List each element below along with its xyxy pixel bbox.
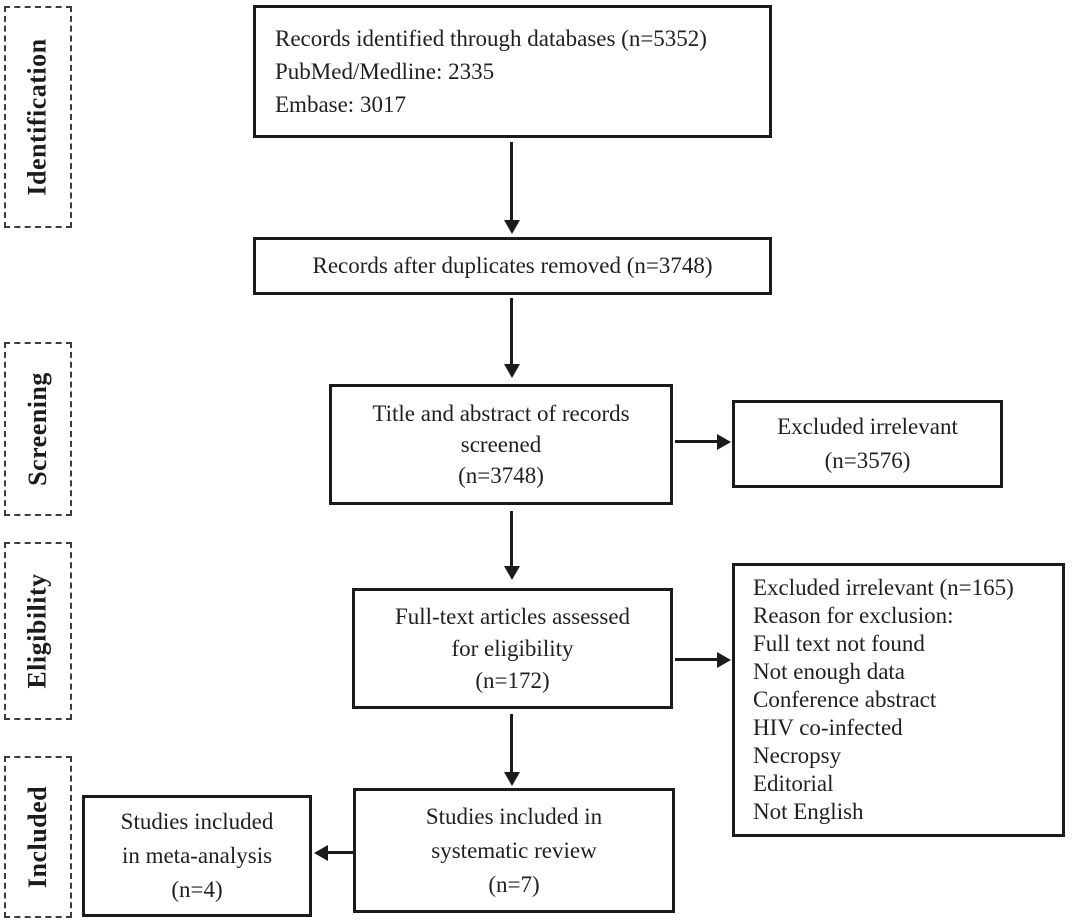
records-screened-line-2: screened — [460, 432, 542, 457]
excluded-screening-line-1: Excluded irrelevant — [777, 414, 958, 439]
meta-analysis-line-3: (n=4) — [171, 877, 223, 902]
exclusion-reason-editorial: Editorial — [753, 771, 834, 796]
arrow-fulltext-to-systematic — [510, 714, 513, 772]
meta-analysis-line-2: in meta-analysis — [121, 843, 273, 868]
box-duplicates-removed: Records after duplicates removed (n=3748… — [253, 237, 772, 295]
excluded-eligibility-title: Excluded irrelevant (n=165) — [753, 575, 1014, 600]
stage-box-included: Included — [4, 756, 72, 918]
box-records-identified: Records identified through databases (n=… — [253, 5, 772, 138]
records-screened-line-1: Title and abstract of records — [372, 401, 630, 426]
box-records-screened: Title and abstract of records screened (… — [329, 384, 673, 505]
exclusion-reason-not-enough-data: Not enough data — [753, 659, 906, 684]
stage-box-identification: Identification — [4, 6, 72, 228]
systematic-review-line-1: Studies included in — [425, 803, 603, 829]
arrow-identified-to-duplicates — [510, 142, 513, 220]
fulltext-assessed-line-2: for eligibility — [451, 635, 574, 661]
fulltext-assessed-line-3: (n=172) — [475, 667, 550, 693]
exclusion-reason-full-text-not-found: Full text not found — [753, 631, 925, 656]
records-identified-line-1: Records identified through databases (n=… — [275, 26, 707, 51]
arrow-screened-to-fulltext — [510, 511, 513, 566]
box-excluded-eligibility: Excluded irrelevant (n=165) Reason for e… — [732, 563, 1065, 837]
duplicates-removed-line-1: Records after duplicates removed (n=3748… — [312, 253, 713, 278]
stage-label-included: Included — [23, 785, 53, 889]
records-identified-line-3: Embase: 3017 — [275, 92, 406, 117]
arrow-fulltext-to-excluded — [675, 658, 717, 661]
meta-analysis-line-1: Studies included — [120, 809, 274, 834]
arrow-duplicates-to-screened — [510, 298, 513, 364]
systematic-review-line-2: systematic review — [431, 837, 597, 863]
exclusion-reason-conference-abstract: Conference abstract — [753, 687, 937, 712]
excluded-screening-line-2: (n=3576) — [824, 448, 911, 473]
arrow-systematic-to-meta — [328, 851, 353, 854]
stage-label-eligibility: Eligibility — [23, 573, 52, 689]
records-screened-line-3: (n=3748) — [458, 463, 544, 488]
fulltext-assessed-line-1: Full-text articles assessed — [394, 603, 631, 629]
exclusion-reason-necropsy: Necropsy — [753, 743, 842, 768]
records-identified-line-2: PubMed/Medline: 2335 — [275, 59, 495, 84]
excluded-eligibility-subtitle: Reason for exclusion: — [753, 603, 954, 628]
stage-label-screening: Screening — [23, 372, 53, 486]
box-meta-analysis: Studies included in meta-analysis (n=4) — [82, 795, 312, 917]
stage-box-eligibility: Eligibility — [4, 542, 72, 720]
stage-label-identification: Identification — [23, 38, 53, 196]
exclusion-reason-not-english: Not English — [753, 799, 864, 824]
systematic-review-line-3: (n=7) — [488, 871, 540, 897]
box-fulltext-assessed: Full-text articles assessed for eligibil… — [352, 588, 673, 709]
box-systematic-review: Studies included in systematic review (n… — [353, 788, 675, 913]
box-excluded-screening: Excluded irrelevant (n=3576) — [732, 400, 1003, 488]
exclusion-reason-hiv-co-infected: HIV co-infected — [753, 715, 903, 740]
arrow-screened-to-excluded — [675, 440, 717, 443]
stage-box-screening: Screening — [4, 342, 72, 516]
